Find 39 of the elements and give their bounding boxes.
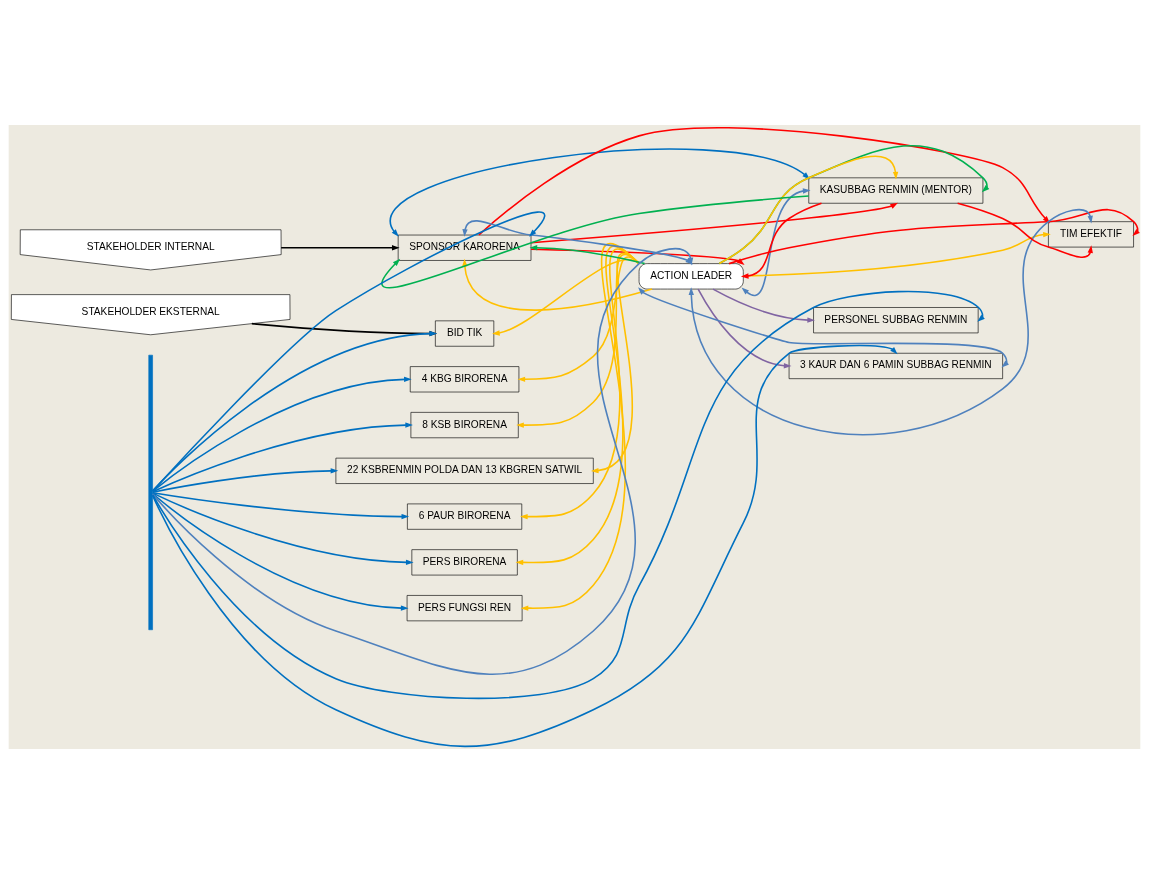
node-box: 4 KBG BIRORENA	[409, 365, 520, 392]
arrow	[151, 467, 339, 493]
arrow	[152, 376, 412, 492]
arrow	[529, 244, 646, 264]
node-box: 3 KAUR DAN 6 PAMIN SUBBAG RENMIN	[788, 352, 1003, 379]
node-bar	[148, 354, 153, 630]
arrow	[151, 491, 410, 519]
arrow	[151, 330, 438, 492]
arrow	[151, 290, 985, 699]
arrow	[741, 187, 811, 296]
arrow	[462, 258, 653, 311]
node-box: 8 KSB BIRORENA	[410, 411, 519, 438]
node-box: PERS FUNGSI REN	[406, 594, 523, 621]
node-box: 6 PAUR BIRORENA	[407, 503, 523, 530]
node-box: KASUBBAG RENMIN (MENTOR)	[808, 177, 984, 204]
node-box: ACTION LEADER	[638, 262, 744, 289]
arrow	[520, 243, 640, 611]
arrow	[956, 202, 1093, 258]
arrow	[251, 322, 438, 336]
arrow	[151, 491, 414, 565]
node-box: TIM EFEKTIF	[1048, 220, 1134, 247]
arrow	[152, 492, 409, 611]
arrow	[151, 421, 413, 493]
arrow	[478, 126, 1051, 236]
arrow	[390, 147, 810, 237]
node-box: 22 KSBRENMIN POLDA DAN 13 KBGREN SATWIL	[335, 457, 594, 484]
arrow	[280, 244, 400, 250]
arrow	[740, 202, 823, 279]
node-box: PERS BIRORENA	[411, 548, 518, 575]
arrow	[688, 208, 1093, 435]
arrow	[638, 286, 1009, 368]
node-box: PERSONEL SUBBAG RENMIN	[813, 306, 979, 333]
arrow	[151, 210, 545, 492]
arrow	[530, 202, 898, 243]
arrow	[742, 231, 1051, 277]
arrow	[697, 287, 792, 368]
arrow	[151, 344, 898, 747]
node-box: BID TIK	[435, 320, 495, 347]
arrow	[712, 287, 815, 323]
